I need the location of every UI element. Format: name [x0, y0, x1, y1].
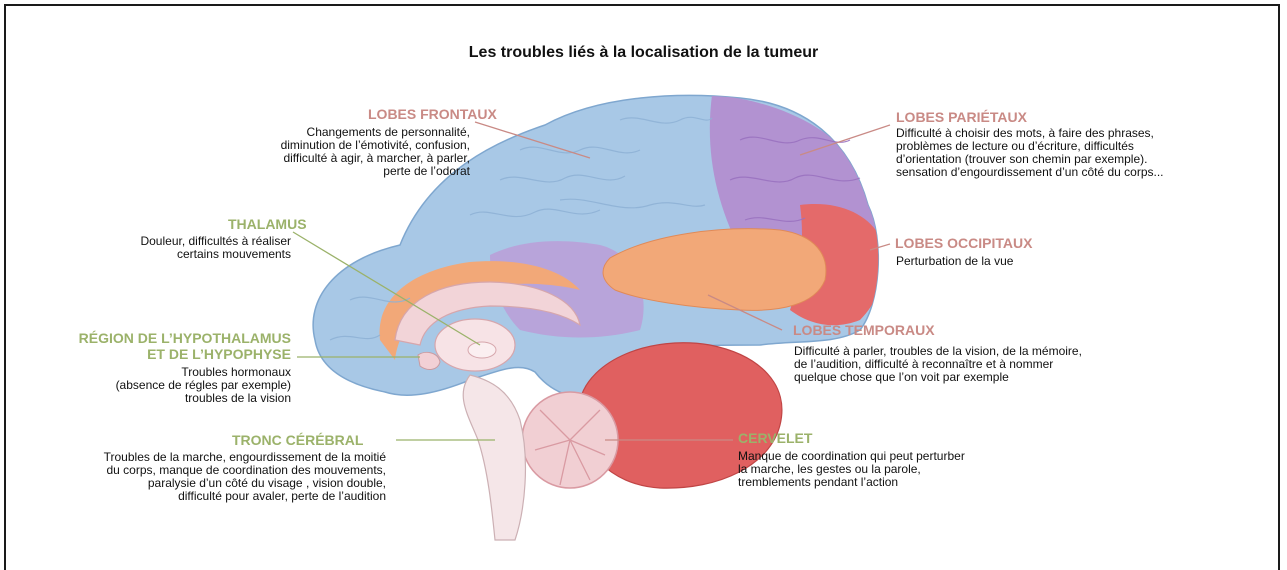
desc-line: sensation d’engourdissement d’un côté du… — [896, 166, 1164, 179]
thalamus-description: Douleur, difficultés à réaliser certains… — [140, 235, 291, 261]
parietal-lobe-title: LOBES PARIÉTAUX — [896, 109, 1027, 125]
desc-line: Perturbation de la vue — [896, 255, 1013, 268]
cerebellum-title: CERVELET — [738, 430, 812, 446]
temporal-lobe-title: LOBES TEMPORAUX — [793, 322, 935, 338]
temporal-lobe-description: Difficulté à parler, troubles de la visi… — [794, 345, 1082, 384]
occipital-lobe-title: LOBES OCCIPITAUX — [895, 235, 1032, 251]
hypothalamus-title: RÉGION DE L’HYPOTHALAMUS ET DE L’HYPOPHY… — [79, 330, 291, 362]
frontal-lobe-description: Changements de personnalité, diminution … — [281, 126, 470, 178]
desc-line: tremblements pendant l’action — [738, 476, 965, 489]
thalamus-title: THALAMUS — [228, 216, 307, 232]
hypothalamus-description: Troubles hormonaux (absence de régles pa… — [116, 366, 291, 405]
diagram-title: Les troubles liés à la localisation de l… — [0, 44, 1287, 62]
occipital-lobe-description: Perturbation de la vue — [896, 255, 1013, 268]
desc-line: difficulté pour avaler, perte de l’audit… — [104, 490, 386, 503]
brainstem — [463, 375, 525, 540]
desc-line: certains mouvements — [140, 248, 291, 261]
hypothalamus-title-line-2: ET DE L’HYPOPHYSE — [79, 346, 291, 362]
brainstem-title: TRONC CÉRÉBRAL — [232, 432, 363, 448]
desc-line: quelque chose que l’on voit par exemple — [794, 371, 1082, 384]
hypothalamus-title-line-1: RÉGION DE L’HYPOTHALAMUS — [79, 330, 291, 346]
cerebellum-description: Manque de coordination qui peut perturbe… — [738, 450, 965, 489]
desc-line: perte de l’odorat — [281, 165, 470, 178]
parietal-lobe-description: Difficulté à choisir des mots, à faire d… — [896, 127, 1164, 179]
frontal-lobe-title: LOBES FRONTAUX — [368, 106, 497, 122]
brainstem-description: Troubles de la marche, engourdissement d… — [104, 451, 386, 503]
desc-line: troubles de la vision — [116, 392, 291, 405]
